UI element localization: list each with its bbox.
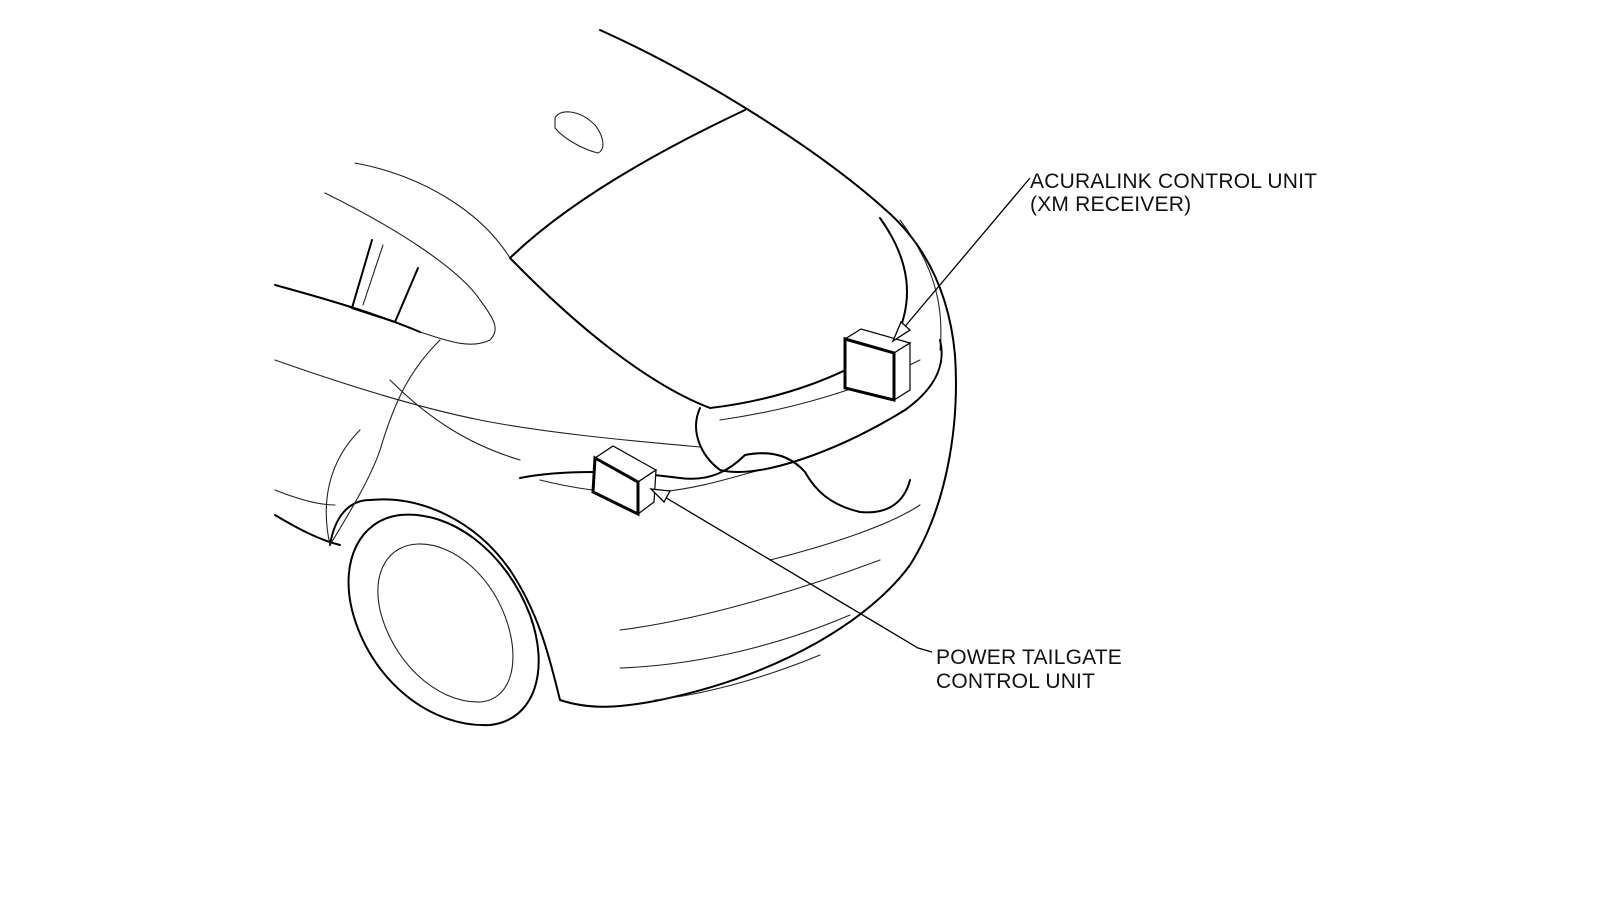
acuralink-callout: ACURALINK CONTROL UNIT (XM RECEIVER) bbox=[1030, 170, 1317, 216]
side-window-frame bbox=[351, 239, 419, 323]
rear-glass-upper-edge bbox=[509, 109, 746, 259]
rocker-line bbox=[274, 514, 341, 546]
power-tailgate-label-line-1: POWER TAILGATE bbox=[936, 646, 1122, 669]
rear-glass-inner-edge bbox=[899, 219, 942, 351]
rear-tire-outer bbox=[347, 513, 540, 727]
wheel-arch bbox=[329, 498, 561, 701]
acuralink-leader-line bbox=[901, 177, 1031, 331]
door-seam bbox=[329, 339, 441, 546]
power-tailgate-leader bbox=[649, 488, 933, 653]
c-pillar-crease bbox=[274, 359, 701, 448]
lower-side-crease bbox=[274, 489, 336, 506]
acuralink-arrowhead bbox=[891, 320, 912, 343]
acuralink-leader bbox=[891, 177, 1031, 343]
trunk-lid-edge bbox=[695, 339, 943, 473]
bumper-crease-3 bbox=[619, 614, 851, 669]
roof-antenna bbox=[554, 111, 604, 154]
rear-bumper-outline bbox=[559, 354, 957, 708]
power-tailgate-arrowhead bbox=[649, 488, 672, 504]
side-roof-line-2 bbox=[324, 192, 496, 345]
bumper-crease-2 bbox=[619, 559, 881, 631]
bumper-lower-edge bbox=[654, 654, 821, 701]
power-tailgate-leader-line bbox=[662, 495, 933, 653]
acuralink-control-unit-box bbox=[843, 328, 912, 402]
rear-glass-lower-edge bbox=[509, 217, 908, 409]
acuralink-label-line-1: ACURALINK CONTROL UNIT bbox=[1030, 170, 1317, 193]
rear-wheel-rim bbox=[377, 543, 514, 703]
quarter-panel-line bbox=[325, 429, 361, 546]
body-shoulder-line bbox=[389, 379, 521, 461]
power-tailgate-callout: POWER TAILGATE CONTROL UNIT bbox=[936, 646, 1122, 693]
left-tail-light bbox=[519, 452, 911, 514]
acuralink-label-line-2: (XM RECEIVER) bbox=[1030, 193, 1191, 216]
power-tailgate-control-unit-box bbox=[591, 445, 658, 517]
bumper-crease-1 bbox=[769, 504, 921, 561]
acuralink-unit-side-face bbox=[893, 341, 911, 402]
side-roof-line-1 bbox=[354, 162, 511, 259]
side-window-glass bbox=[362, 244, 384, 306]
side-window-top bbox=[274, 284, 421, 333]
tailgate-unit-front-face bbox=[591, 455, 640, 517]
roof-line bbox=[599, 29, 956, 356]
power-tailgate-label-line-2: CONTROL UNIT bbox=[936, 670, 1095, 693]
acuralink-unit-front-face bbox=[843, 337, 896, 402]
